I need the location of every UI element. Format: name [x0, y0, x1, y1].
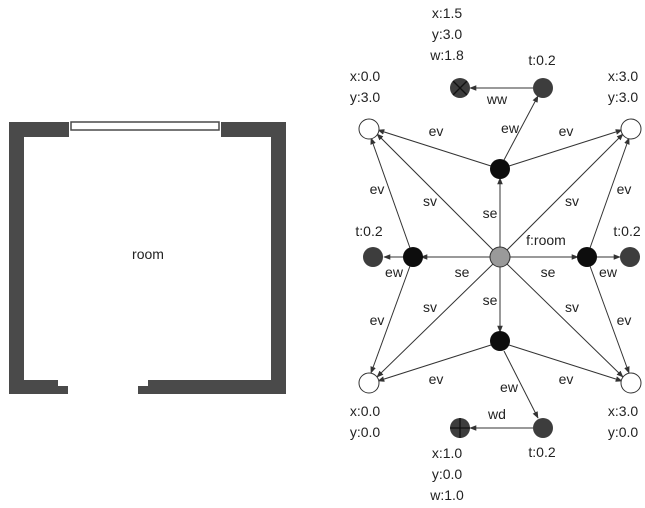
graph: ev ev ew ww ev sv se sv ev ew se se ew s…	[350, 5, 642, 503]
plus-cross-icon	[450, 418, 470, 438]
edge-ebot-vbr	[508, 344, 623, 382]
vertex-tl-x: x:0.0	[350, 68, 381, 84]
wall-bottom-right	[138, 380, 286, 394]
vertex-br-y: y:0.0	[608, 424, 639, 440]
edge-label-ev: ev	[617, 181, 632, 197]
graph-edges	[370, 85, 630, 431]
wall-bottom-left	[9, 380, 68, 394]
wall-left	[9, 122, 24, 394]
thickness-right-label: t:0.2	[613, 223, 640, 239]
edge-eleft-vtl	[370, 137, 411, 249]
window-label-w: w:1.8	[429, 47, 464, 63]
edge-label-ew: ew	[599, 264, 618, 280]
thickness-left-label: t:0.2	[355, 223, 382, 239]
vertex-node-tr	[620, 118, 642, 140]
face-label: f:room	[526, 232, 566, 248]
edge-label-se: se	[483, 292, 498, 308]
edge-etop-vtl	[377, 129, 492, 167]
edge-label-ev: ev	[559, 371, 574, 387]
wall-top-right	[221, 122, 286, 137]
door-label-y: y:0.0	[432, 466, 463, 482]
edge-label-sv: sv	[423, 299, 437, 315]
window-label-x: x:1.5	[432, 5, 463, 21]
edge-ebot-tbot	[503, 350, 539, 419]
edge-etop-ttop	[503, 95, 539, 161]
door-node	[450, 418, 470, 438]
edge-label-ev: ev	[370, 312, 385, 328]
thickness-node-top	[533, 78, 553, 98]
edge-label-sv: sv	[565, 193, 579, 209]
edge-label-sv: sv	[423, 193, 437, 209]
wall-right	[271, 122, 286, 394]
graph-nodes	[358, 78, 642, 438]
edge-label-ev: ev	[370, 181, 385, 197]
room-label: room	[132, 246, 164, 262]
edge-ebot-vbl	[377, 344, 492, 382]
edge-label-ev: ev	[559, 123, 574, 139]
edge-label-ev: ev	[429, 371, 444, 387]
edge-eleft-vbl	[370, 265, 411, 374]
vertex-br-x: x:3.0	[608, 403, 639, 419]
edge-face-v-tl	[376, 133, 495, 252]
vertex-bl-y: y:0.0	[350, 424, 381, 440]
edge-node-top	[490, 159, 510, 179]
wall-top-left	[9, 122, 69, 137]
edge-label-ew: ew	[500, 379, 519, 395]
thickness-node-right	[620, 247, 640, 267]
edge-label-ww: ww	[486, 91, 508, 107]
edge-label-ew: ew	[501, 120, 520, 136]
node-labels: f:room x:0.0 y:3.0 x:3.0 y:3.0 x:0.0 y:0…	[350, 5, 641, 503]
edge-label-se: se	[483, 205, 498, 221]
vertex-tr-x: x:3.0	[608, 68, 639, 84]
edge-node-right	[577, 247, 597, 267]
edge-node-bottom	[490, 331, 510, 351]
window	[70, 121, 220, 131]
cross-x-icon	[452, 80, 468, 96]
vertex-tr-y: y:3.0	[608, 89, 639, 105]
face-node	[489, 246, 511, 268]
vertex-node-tl	[358, 118, 380, 140]
vertex-node-bl	[358, 372, 380, 394]
edge-eright-vbr	[589, 265, 630, 374]
window-node	[450, 78, 470, 98]
thickness-bottom-label: t:0.2	[528, 444, 555, 460]
edge-face-v-br	[505, 262, 624, 378]
vertex-bl-x: x:0.0	[350, 403, 381, 419]
edge-label-se: se	[455, 264, 470, 280]
edge-face-v-tr	[505, 133, 624, 252]
edge-label-ev: ev	[617, 312, 632, 328]
edge-label-wd: wd	[487, 406, 506, 422]
thickness-node-left	[363, 247, 383, 267]
vertex-tl-y: y:3.0	[350, 89, 381, 105]
thickness-node-bottom	[533, 418, 553, 438]
vertex-node-br	[620, 372, 642, 394]
edge-label-se: se	[541, 264, 556, 280]
edge-face-v-bl	[376, 262, 495, 378]
edge-etop-vtr	[508, 129, 623, 167]
edge-label-sv: sv	[565, 299, 579, 315]
edge-label-ew: ew	[385, 264, 404, 280]
edge-label-ev: ev	[429, 123, 444, 139]
door-label-w: w:1.0	[429, 487, 464, 503]
thickness-top-label: t:0.2	[528, 52, 555, 68]
edge-labels: ev ev ew ww ev sv se sv ev ew se se ew s…	[370, 91, 632, 422]
edge-node-left	[403, 247, 423, 267]
door-label-x: x:1.0	[432, 445, 463, 461]
window-label-y: y:3.0	[432, 26, 463, 42]
floor-plan: room	[9, 121, 286, 394]
edge-eright-vtr	[589, 137, 630, 249]
